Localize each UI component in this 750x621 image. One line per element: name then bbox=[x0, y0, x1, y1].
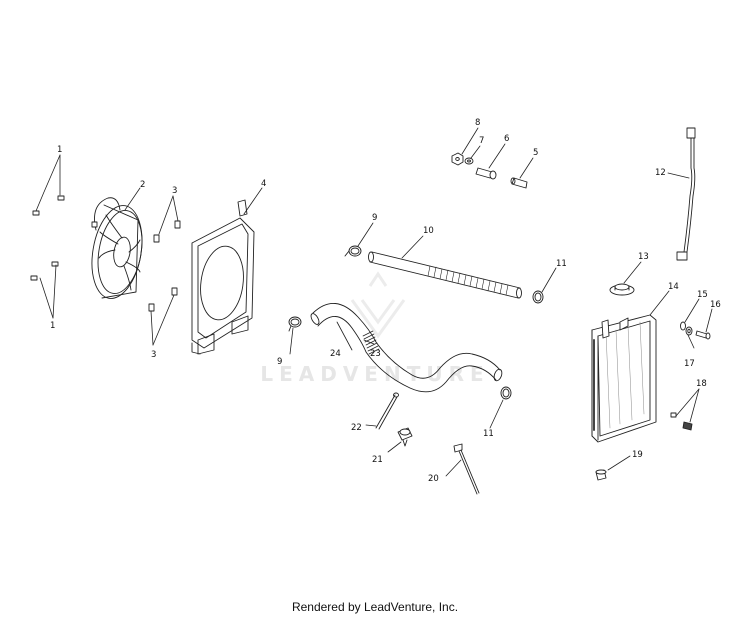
part-22-pin[interactable] bbox=[375, 392, 399, 430]
callout-labels: 1 1 2 3 3 4 5 6 7 8 9 9 10 11 11 12 13 1… bbox=[50, 118, 721, 484]
part-17-grommet[interactable] bbox=[685, 326, 693, 336]
callout-1-bottom[interactable]: 1 bbox=[50, 321, 55, 331]
callout-8[interactable]: 8 bbox=[475, 118, 480, 128]
part-10-tube[interactable] bbox=[368, 251, 522, 299]
part-4-fan-shroud[interactable] bbox=[191, 199, 255, 355]
callout-9-lower[interactable]: 9 bbox=[277, 357, 282, 367]
part-13-radiator-cap[interactable] bbox=[609, 283, 635, 296]
callout-13[interactable]: 13 bbox=[638, 252, 649, 262]
callout-1-top[interactable]: 1 bbox=[57, 145, 62, 155]
watermark-logo-icon bbox=[350, 271, 406, 339]
part-9-clamp-lower[interactable] bbox=[288, 316, 302, 332]
callout-11-upper[interactable]: 11 bbox=[556, 259, 567, 269]
callout-24[interactable]: 24 bbox=[330, 349, 341, 359]
part-1-terminals[interactable] bbox=[30, 195, 65, 281]
callout-15[interactable]: 15 bbox=[697, 290, 708, 300]
callout-18[interactable]: 18 bbox=[696, 379, 707, 389]
callout-11-lower[interactable]: 11 bbox=[483, 429, 494, 439]
part-11-clamp-lower[interactable] bbox=[500, 386, 512, 400]
callout-23[interactable]: 23 bbox=[370, 349, 381, 359]
callout-7[interactable]: 7 bbox=[479, 136, 484, 146]
part-9-clamp-upper[interactable] bbox=[344, 245, 362, 257]
callout-19[interactable]: 19 bbox=[632, 450, 643, 460]
part-19-drain-plug[interactable] bbox=[595, 469, 607, 481]
part-6-bushing[interactable] bbox=[475, 167, 497, 180]
part-5-sleeve[interactable] bbox=[510, 177, 528, 189]
callout-22[interactable]: 22 bbox=[351, 423, 362, 433]
callout-3-top[interactable]: 3 bbox=[172, 186, 177, 196]
callout-6[interactable]: 6 bbox=[504, 134, 509, 144]
part-20-long-bolt[interactable] bbox=[453, 443, 480, 495]
callout-16[interactable]: 16 bbox=[710, 300, 721, 310]
callout-10[interactable]: 10 bbox=[423, 226, 434, 236]
part-16-bolt[interactable] bbox=[695, 330, 711, 340]
callout-2[interactable]: 2 bbox=[140, 180, 145, 190]
footer-credit: Rendered by LeadVenture, Inc. bbox=[291, 600, 459, 614]
callout-5[interactable]: 5 bbox=[533, 148, 538, 158]
part-15-washer[interactable] bbox=[680, 321, 686, 331]
callout-9-upper[interactable]: 9 bbox=[372, 213, 377, 223]
part-2-fan-assembly[interactable] bbox=[85, 197, 149, 303]
callout-3-bottom[interactable]: 3 bbox=[151, 350, 156, 360]
part-8-nut[interactable] bbox=[451, 152, 464, 166]
watermark: LEADVENTURE bbox=[260, 271, 489, 386]
leader-lines bbox=[35, 127, 713, 477]
part-18-fasteners[interactable] bbox=[670, 412, 693, 431]
part-3-fasteners[interactable] bbox=[148, 220, 181, 312]
callout-4[interactable]: 4 bbox=[261, 179, 266, 189]
watermark-text: LEADVENTURE bbox=[260, 362, 489, 386]
part-12-wire-harness[interactable] bbox=[676, 127, 696, 261]
part-21-push-rivet[interactable] bbox=[397, 427, 413, 447]
callout-20[interactable]: 20 bbox=[428, 474, 439, 484]
callout-17[interactable]: 17 bbox=[684, 359, 695, 369]
part-7-washer[interactable] bbox=[464, 157, 474, 165]
callout-14[interactable]: 14 bbox=[668, 282, 679, 292]
callout-21[interactable]: 21 bbox=[372, 455, 383, 465]
part-11-clamp-upper[interactable] bbox=[532, 290, 544, 304]
part-14-radiator[interactable] bbox=[591, 314, 657, 443]
callout-12[interactable]: 12 bbox=[655, 168, 666, 178]
